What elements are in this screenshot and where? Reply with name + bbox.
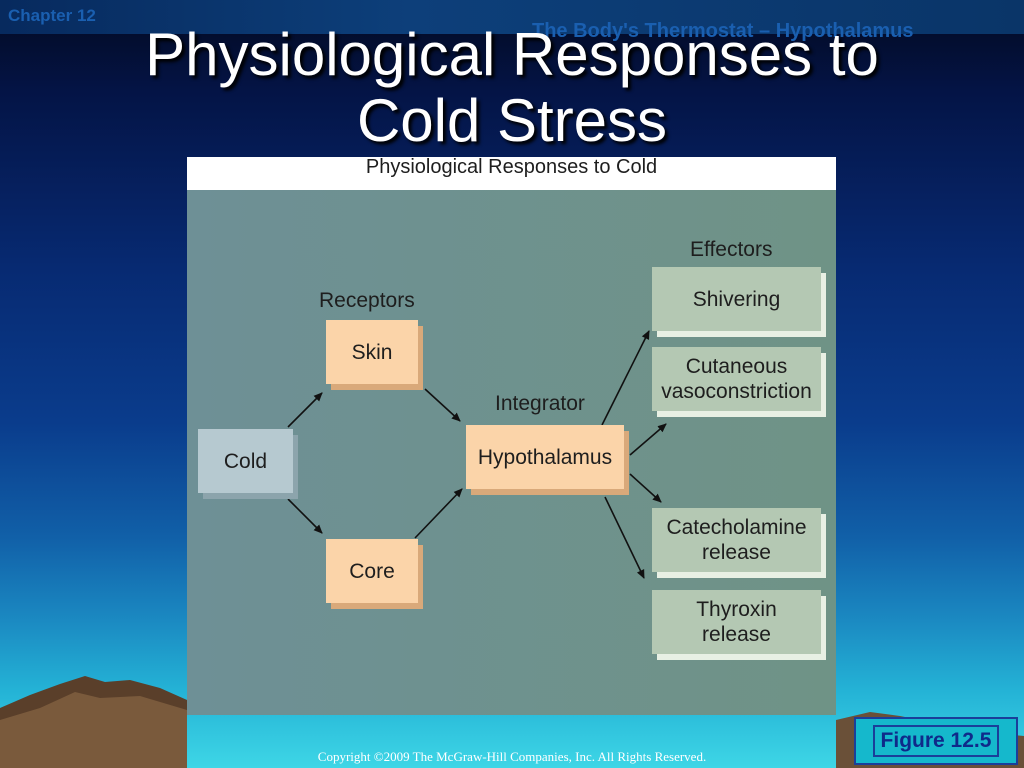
effector-thyroxin-line2: release [702,623,771,646]
effector-shivering-box: Shivering [652,267,827,337]
section-label: The Body's Thermostat – Hypothalamus [532,20,914,42]
slide-title-line1: Physiological Responses to [145,21,879,88]
chapter-label: Chapter 12 [8,6,96,25]
effector-catecholamine-box: Catecholamine release [652,508,827,578]
slide-title-line2: Cold Stress [356,87,668,154]
receptors-label: Receptors [319,289,415,312]
arrow-cold-to-core [287,498,323,534]
integrator-hypothalamus-text: Hypothalamus [466,425,624,489]
arrow-hypothalamus-to-vasoconstriction [629,423,667,456]
effector-shivering-line1: Shivering [692,287,781,311]
effector-vasoconstriction-text: Cutaneous vasoconstriction [652,347,821,411]
arrow-hypothalamus-to-shivering [601,330,650,426]
effector-vasoconstriction-line2: vasoconstriction [661,380,812,403]
slide-title: Physiological Responses to Cold Stress [0,22,1024,154]
figure-number-badge: Figure 12.5 [854,717,1018,765]
arrow-hypothalamus-to-thyroxin [604,496,645,579]
arrow-hypothalamus-to-catecholamine [629,473,662,503]
stimulus-cold-text: Cold [198,429,293,493]
effector-catecholamine-line1: Catecholamine [666,516,807,539]
stimulus-cold-box: Cold [198,429,299,499]
effectors-label: Effectors [690,238,773,261]
receptor-skin-text: Skin [326,320,418,384]
effector-thyroxin-box: Thyroxin release [652,590,827,660]
effector-catecholamine-line2: release [702,541,771,564]
receptor-core-text: Core [326,539,418,603]
effector-catecholamine-text: Catecholamine release [652,508,821,572]
effector-thyroxin-text: Thyroxin release [652,590,821,654]
effector-vasoconstriction-box: Cutaneous vasoconstriction [652,347,827,417]
copyright-notice: Copyright ©2009 The McGraw-Hill Companie… [317,749,707,764]
effector-vasoconstriction-line1: Cutaneous [685,355,788,378]
integrator-hypothalamus-box: Hypothalamus [466,425,630,495]
figure-number-text: Figure 12.5 [872,725,1000,757]
arrow-cold-to-skin [287,392,323,428]
receptor-core-box: Core [326,539,424,609]
effector-shivering-text: Shivering [652,267,821,331]
figure-header: Physiological Responses to Cold [187,157,836,190]
figure-panel: Physiological Responses to Cold Receptor… [187,157,836,715]
effector-thyroxin-line1: Thyroxin [696,598,777,621]
arrow-core-to-hypothalamus [414,488,463,539]
integrator-label: Integrator [495,392,585,415]
header-band [0,0,1024,34]
receptor-skin-box: Skin [326,320,424,390]
diagram-arrows [287,330,667,579]
arrow-skin-to-hypothalamus [424,388,461,422]
